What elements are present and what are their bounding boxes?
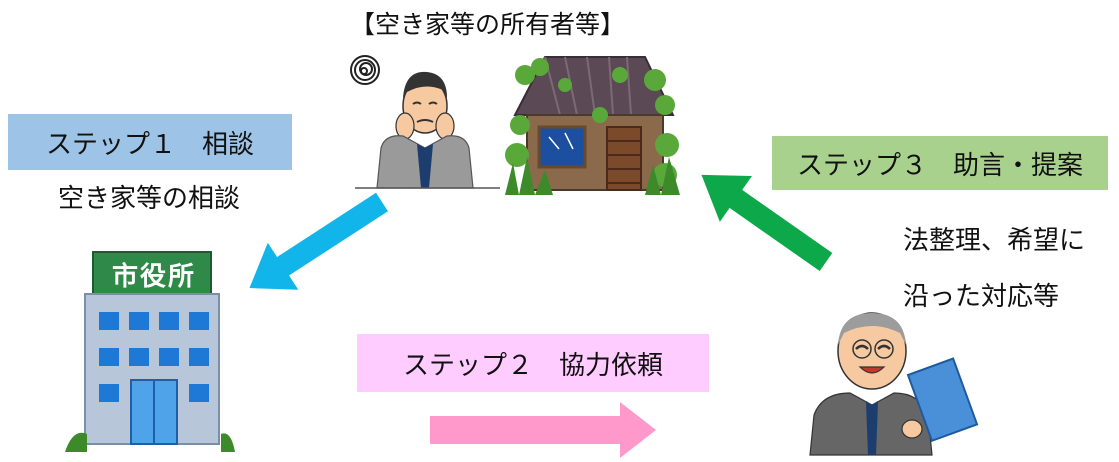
owner-title: 【空き家等の所有者等】	[350, 10, 626, 39]
step1-caption: 空き家等の相談	[58, 184, 241, 214]
abandoned-house-icon	[505, 56, 680, 195]
step2-arrow	[430, 402, 656, 458]
step3-label: ステップ３ 助言・提案	[772, 136, 1108, 190]
city-hall-sign: 市役所	[111, 262, 196, 292]
step3-caption-line1: 法整理、希望に	[903, 226, 1086, 256]
city-hall-icon	[65, 251, 235, 452]
worried-man-icon	[350, 55, 500, 189]
expert-icon	[809, 312, 979, 456]
step2-label: ステップ２ 協力依頼	[357, 334, 709, 392]
step1-label: ステップ１ 相談	[8, 114, 292, 170]
step3-caption-line2: 沿った対応等	[903, 282, 1060, 312]
